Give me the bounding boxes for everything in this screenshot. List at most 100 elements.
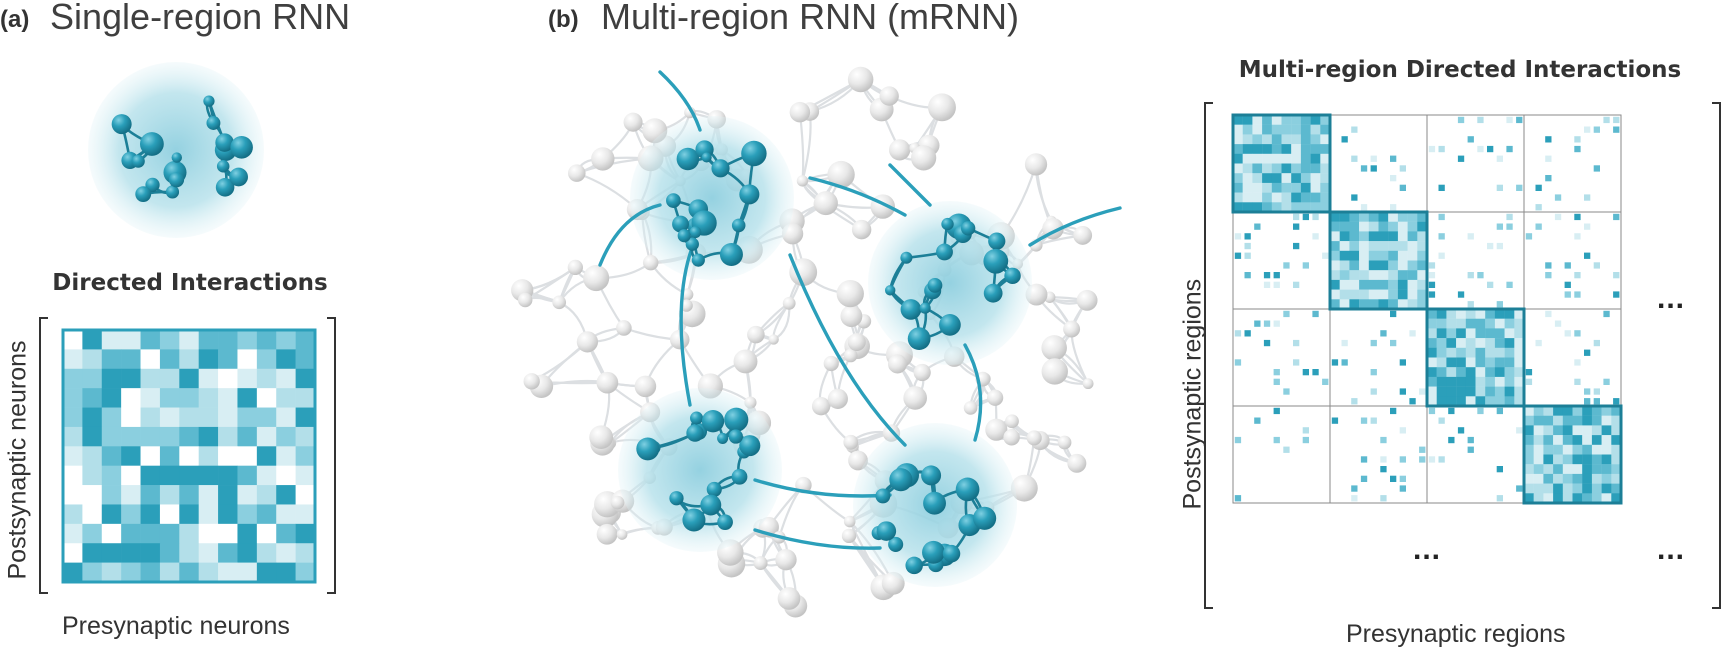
background-node — [680, 299, 693, 312]
matrix-b-cell — [1233, 153, 1243, 164]
matrix-b-cell — [1428, 407, 1436, 415]
matrix-a-cell — [198, 523, 219, 544]
matrix-a-cell — [140, 349, 161, 370]
matrix-b-cell — [1320, 115, 1331, 125]
matrix-b-cell — [1436, 376, 1447, 387]
matrix-a-cell — [218, 485, 238, 505]
matrix-b-cell — [1407, 279, 1418, 290]
matrix-a-cell — [63, 485, 83, 505]
matrix-b-cell — [1262, 153, 1272, 164]
matrix-b-cell — [1506, 223, 1513, 230]
matrix-b-cell — [1370, 388, 1377, 395]
matrix-b-cell — [1263, 339, 1271, 347]
background-node — [610, 495, 625, 510]
matrix-b-cell — [1477, 407, 1484, 415]
matrix-b-cell — [1611, 483, 1622, 494]
matrix-b-cell — [1593, 126, 1600, 133]
neuron — [215, 178, 235, 197]
matrix-a-cell — [237, 330, 258, 350]
background-node — [1005, 414, 1019, 429]
matrix-b-cell — [1611, 454, 1622, 465]
matrix-b-cell — [1417, 270, 1428, 281]
matrix-b-cell — [1514, 328, 1525, 339]
background-node — [827, 160, 855, 189]
matrix-b-cell — [1494, 347, 1505, 358]
matrix-b-cell — [1428, 145, 1436, 153]
neuron — [988, 232, 1006, 250]
background-node — [1063, 320, 1081, 338]
neuron — [983, 248, 1009, 274]
matrix-b-cell — [1417, 241, 1428, 251]
neuron — [941, 217, 954, 231]
matrix-b-cell — [1359, 270, 1369, 281]
matrix-b-cell — [1554, 194, 1562, 201]
matrix-b-cell — [1293, 213, 1300, 221]
matrix-b-cell — [1359, 289, 1369, 300]
matrix-b-cell — [1533, 435, 1544, 445]
matrix-b-cell — [1399, 485, 1406, 492]
matrix-a-cell — [82, 504, 103, 525]
matrix-a-cell — [256, 349, 277, 370]
matrix-a-cell — [276, 388, 296, 408]
matrix-b-cell — [1339, 241, 1350, 251]
matrix-b-cell — [1467, 301, 1474, 308]
matrix-a-cell — [295, 388, 316, 408]
matrix-b-cell — [1554, 320, 1562, 327]
matrix-b-cell — [1448, 436, 1455, 444]
matrix-a-cell — [82, 523, 103, 544]
background-node — [733, 349, 758, 374]
matrix-b-cell — [1553, 493, 1563, 504]
matrix-b-cell — [1584, 194, 1591, 201]
matrix-b-cell — [1533, 415, 1544, 426]
matrix-b-cell — [1380, 330, 1387, 337]
matrix-b-cell — [1456, 396, 1466, 407]
matrix-b-cell — [1349, 299, 1360, 310]
matrix-b-cell — [1456, 347, 1466, 358]
matrix-b-cell — [1281, 115, 1292, 125]
matrix-b-cell — [1465, 347, 1476, 358]
matrix-b-cell — [1438, 417, 1445, 424]
background-node — [568, 164, 586, 182]
matrix-b-cell — [1281, 202, 1292, 213]
matrix-b-cell — [1419, 446, 1426, 453]
matrix-b-cell — [1252, 134, 1263, 145]
background-node — [847, 66, 874, 93]
matrix-b-cell — [1360, 165, 1368, 172]
background-node — [827, 388, 848, 409]
matrix-b-diagonal-block — [1328, 210, 1429, 311]
matrix-b-cell — [1582, 406, 1593, 416]
matrix-b-cell — [1572, 464, 1583, 475]
matrix-b-cell — [1533, 454, 1544, 465]
matrix-b-cell — [1477, 116, 1484, 124]
background-node — [836, 279, 864, 308]
matrix-a-cell — [121, 388, 141, 408]
matrix-b-cell — [1349, 279, 1360, 290]
matrix-a-cell — [276, 523, 296, 544]
matrix-b-cell — [1506, 145, 1513, 153]
matrix-b-cell — [1438, 213, 1445, 221]
matrix-b-cell — [1300, 153, 1311, 164]
matrix-b-cell — [1330, 250, 1340, 261]
matrix-b-cell — [1485, 376, 1496, 387]
matrix-b-cell — [1584, 398, 1591, 405]
matrix-a-cell — [82, 465, 103, 486]
neuron — [139, 132, 164, 156]
background-node — [813, 191, 838, 216]
matrix-b-block — [1232, 405, 1331, 504]
matrix-b-cell — [1397, 299, 1408, 310]
matrix-a-cell — [82, 485, 103, 505]
neuron — [690, 411, 704, 425]
matrix-b-cell — [1446, 318, 1457, 329]
matrix-b-cell — [1378, 221, 1389, 232]
matrix-b-cell — [1419, 456, 1426, 463]
matrix-a-cell — [159, 562, 180, 583]
matrix-a-cell — [256, 330, 277, 350]
matrix-a-cell — [218, 330, 238, 350]
matrix-b-cell — [1271, 144, 1282, 154]
matrix-b-cell — [1281, 182, 1292, 193]
ellipsis-bottom: ... — [1413, 533, 1442, 566]
matrix-b-cell — [1611, 415, 1622, 426]
matrix-b-cell — [1293, 339, 1300, 347]
matrix-b-cell — [1477, 145, 1484, 153]
matrix-b-cell — [1322, 378, 1329, 385]
